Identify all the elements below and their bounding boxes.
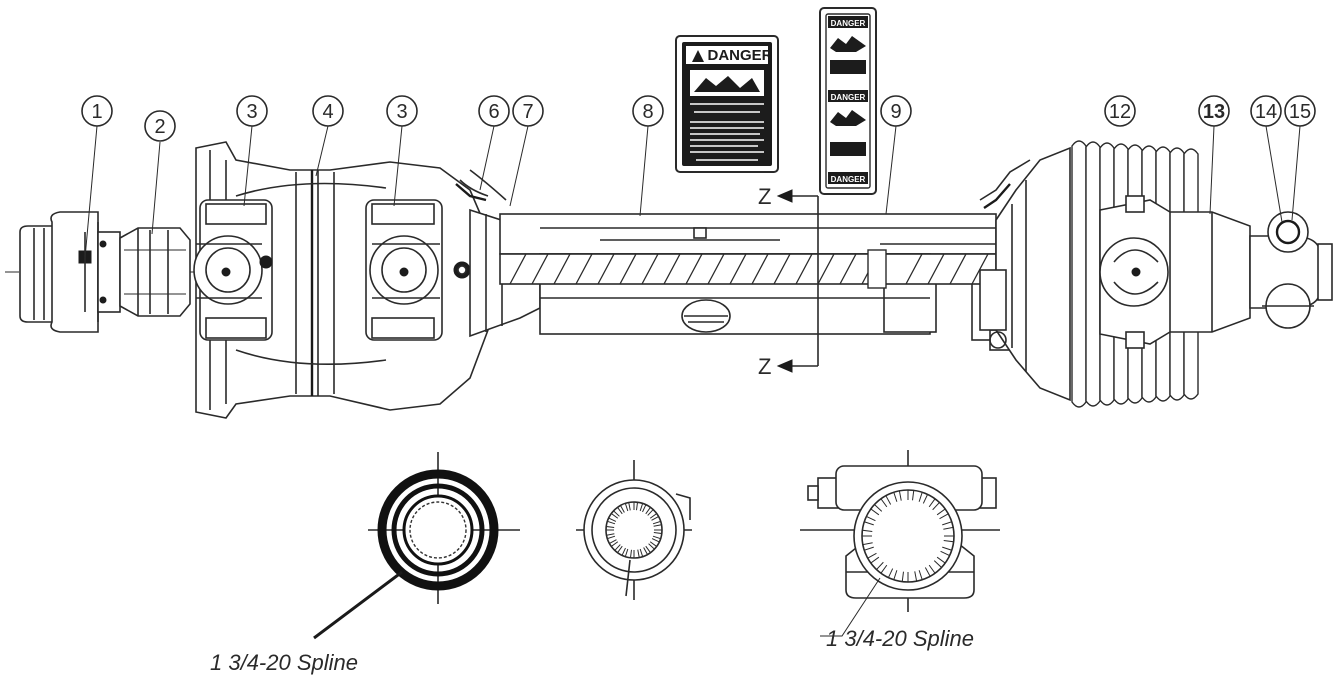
callout-13: 13 — [1198, 95, 1230, 127]
callout-number-2: 2 — [154, 116, 165, 138]
spline-label-right: 1 3/4-20 Spline — [826, 626, 974, 651]
section-z-indicator: Z Z — [758, 184, 819, 379]
callout-3a: 3 — [236, 95, 268, 127]
strip-header-top: DANGER — [831, 19, 866, 28]
callout-number-4: 4 — [322, 101, 333, 123]
callout-number-3a: 3 — [246, 101, 257, 123]
danger-decal-strip: DANGER DANGER DANGER — [819, 7, 877, 195]
callout-1: 1 — [81, 95, 113, 127]
spline-label-left: 1 3/4-20 Spline — [210, 650, 358, 675]
end-view-left — [313, 452, 520, 640]
callout-number-6: 6 — [488, 101, 499, 123]
inner-yoke — [119, 227, 191, 317]
callout-3b: 3 — [386, 95, 418, 127]
leader-lines — [84, 125, 1301, 259]
callout-number-9: 9 — [890, 101, 901, 123]
callout-9: 9 — [880, 95, 912, 127]
callout-8: 8 — [632, 95, 664, 127]
callout-number-7: 7 — [522, 101, 533, 123]
danger-decal-header: DANGER — [707, 47, 772, 64]
section-label-bottom: Z — [758, 354, 771, 379]
callout-number-13: 13 — [1203, 101, 1225, 123]
tractor-yoke — [1099, 195, 1333, 349]
callout-15: 15 — [1284, 95, 1316, 127]
cutaway-hatch — [499, 249, 997, 289]
right-shield — [979, 146, 1071, 402]
callout-2: 2 — [144, 110, 176, 142]
strip-header-bottom: DANGER — [831, 175, 866, 184]
callout-number-8: 8 — [642, 101, 653, 123]
callout-7: 7 — [512, 95, 544, 127]
section-label-top: Z — [758, 184, 771, 209]
callout-number-12: 12 — [1109, 101, 1131, 123]
danger-decal-large: DANGER — [675, 35, 779, 173]
callout-number-14: 14 — [1255, 101, 1277, 123]
callout-12: 12 — [1104, 95, 1136, 127]
callout-14: 14 — [1250, 95, 1282, 127]
quick-disconnect-collar — [19, 211, 121, 333]
callout-4: 4 — [312, 95, 344, 127]
end-view-middle — [576, 460, 692, 600]
callout-number-15: 15 — [1289, 101, 1311, 123]
callout-6: 6 — [478, 95, 510, 127]
callout-number-1: 1 — [91, 101, 102, 123]
strip-header-mid: DANGER — [831, 93, 866, 102]
callout-number-3b: 3 — [396, 101, 407, 123]
end-view-right — [800, 450, 1000, 637]
